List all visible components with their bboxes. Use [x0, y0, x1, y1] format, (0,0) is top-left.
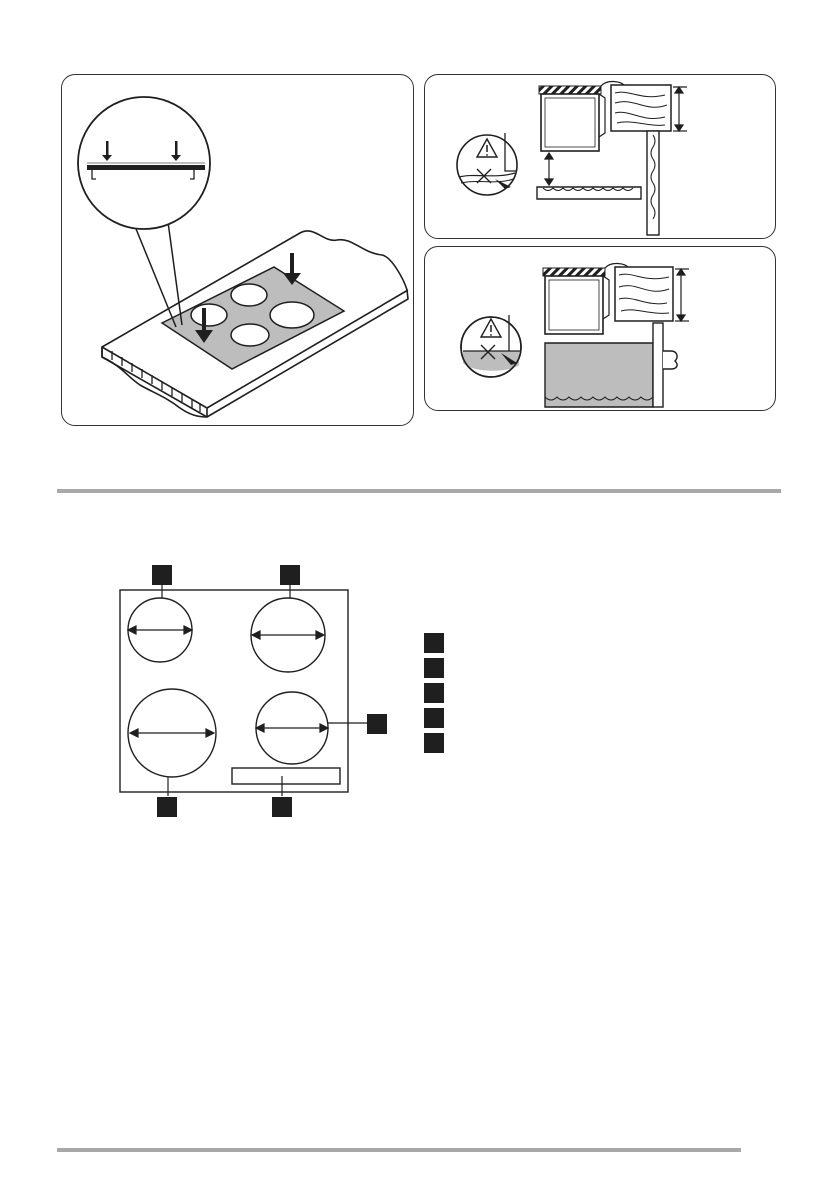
hob-layout-svg	[100, 560, 400, 820]
clearance-panel-top	[424, 74, 776, 239]
callout-marker-4	[157, 797, 177, 817]
installation-panel	[61, 74, 414, 426]
wood-grain	[615, 267, 673, 321]
clearance-panel-bottom	[424, 246, 776, 411]
footer-divider	[57, 1148, 741, 1152]
control-panel	[232, 768, 340, 784]
callout-marker-3	[367, 714, 387, 734]
callout-marker-1	[152, 565, 172, 585]
clearance-illustration-top	[425, 75, 775, 238]
legend-marker-3	[424, 683, 444, 703]
legend-marker-1	[424, 633, 444, 653]
installation-illustration	[62, 75, 413, 425]
legend-marker-2	[424, 658, 444, 678]
legend-marker-5	[424, 733, 444, 753]
wood-grain	[611, 85, 671, 235]
hob-layout-diagram	[100, 560, 400, 820]
clearance-illustration-bottom	[425, 247, 775, 410]
callout-marker-2	[280, 565, 300, 585]
legend-marker-4	[424, 708, 444, 728]
magnifier-detail	[78, 97, 210, 229]
callout-marker-5	[272, 797, 292, 817]
section-divider	[57, 489, 781, 493]
